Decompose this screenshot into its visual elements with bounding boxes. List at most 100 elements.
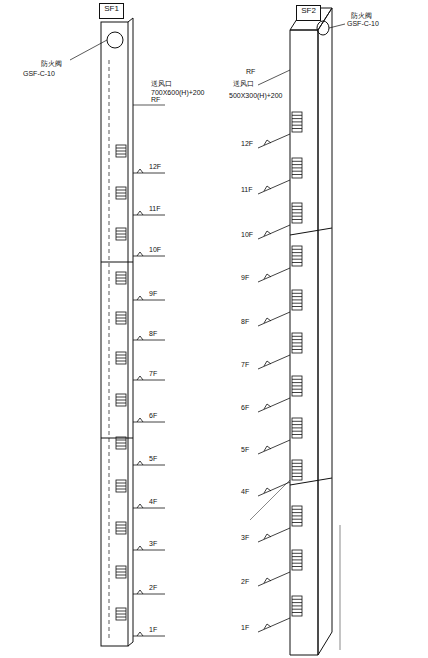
level-mark: [267, 231, 271, 234]
supply-grille: [292, 460, 302, 480]
grille-slat: [292, 349, 302, 350]
floor-label: 7F: [148, 370, 158, 378]
level-mark: [264, 186, 267, 191]
supply-grille: [292, 203, 302, 223]
level-mark: [264, 446, 267, 451]
grille-slat: [292, 174, 302, 175]
level-mark: [264, 404, 267, 409]
grille-slat: [292, 385, 302, 386]
leader-line: [70, 40, 107, 60]
level-mark: [140, 461, 143, 465]
level-mark: [267, 274, 271, 277]
grille-slat: [292, 515, 302, 516]
grille-slat: [116, 614, 126, 615]
level-mark: [267, 446, 271, 449]
grille-slat: [292, 563, 302, 564]
grille-slat: [292, 382, 302, 383]
grille-slat: [116, 483, 126, 484]
floor-level-line: [133, 465, 165, 466]
supply-grille: [292, 158, 302, 178]
grille-slat: [292, 306, 302, 307]
grille-slat: [292, 171, 302, 172]
floor-level-line: [133, 550, 165, 551]
duct-front: [101, 22, 128, 646]
level-mark: [137, 252, 140, 256]
grille-slat: [116, 154, 126, 155]
grille-slat: [292, 512, 302, 513]
damper-model: GSF-C-10: [22, 70, 56, 78]
grille-slat: [292, 612, 302, 613]
grille-slat: [292, 421, 302, 422]
duct-edge: [133, 18, 134, 642]
grille-slat: [292, 121, 302, 122]
grille-slat: [116, 321, 126, 322]
level-mark: [264, 140, 267, 145]
grille-slat: [292, 434, 302, 435]
floor-label: 8F: [148, 330, 158, 338]
grille-slat: [116, 318, 126, 319]
supply-grille: [116, 437, 126, 449]
floor-label: 2F: [240, 578, 250, 586]
floor-level-line: [133, 340, 165, 341]
supply-grille: [292, 333, 302, 353]
grille-slat: [116, 486, 126, 487]
riser-name: SF1: [104, 4, 119, 13]
level-mark: [264, 274, 267, 279]
floor-level-line: [258, 268, 290, 282]
level-mark: [267, 361, 271, 364]
supply-grille: [116, 480, 126, 492]
floor-level-line: [258, 398, 290, 412]
level-mark: [140, 169, 143, 173]
roof-level-line: [258, 70, 290, 85]
floor-level-line: [133, 422, 165, 423]
supply-grille: [292, 596, 302, 616]
riser-tag: SF2: [296, 5, 321, 21]
level-mark: [264, 488, 267, 493]
grille-slat: [292, 339, 302, 340]
floor-level-line: [258, 355, 290, 369]
floor-label: 12F: [148, 163, 162, 171]
floor-label: 6F: [240, 404, 250, 412]
duct-side: [318, 8, 332, 655]
grille-slat: [116, 358, 126, 359]
floor-label: 9F: [240, 274, 250, 282]
grille-slat: [116, 231, 126, 232]
grille-slat: [116, 196, 126, 197]
grille-slat: [116, 234, 126, 235]
grille-slat: [292, 299, 302, 300]
level-mark: [267, 140, 271, 143]
floor-label: 1F: [240, 624, 250, 632]
floor-level-line: [133, 636, 165, 637]
grille-slat: [292, 342, 302, 343]
grille-slat: [292, 296, 302, 297]
grille-slat: [116, 275, 126, 276]
grille-slat: [292, 473, 302, 474]
grille-slat: [116, 403, 126, 404]
level-mark: [267, 624, 271, 627]
level-mark: [264, 361, 267, 366]
floor-level-line: [258, 618, 290, 632]
level-mark: [140, 546, 143, 550]
floor-level-line: [133, 300, 165, 301]
level-mark: [267, 186, 271, 189]
leader-line: [329, 24, 345, 28]
duct-joint: [101, 262, 133, 263]
grille-slat: [292, 466, 302, 467]
grille-slat: [292, 206, 302, 207]
floor-label: 4F: [148, 498, 158, 506]
riser-tag: SF1: [99, 3, 124, 19]
grille-slat: [292, 509, 302, 510]
supply-grille: [116, 187, 126, 199]
level-mark: [264, 624, 267, 629]
floor-level-line: [133, 173, 165, 174]
floor-label: 1F: [148, 626, 158, 634]
grille-slat: [292, 556, 302, 557]
damper-label: 防火阀: [350, 12, 373, 20]
grille-slat: [292, 303, 302, 304]
grille-slat: [292, 252, 302, 253]
grille-slat: [116, 148, 126, 149]
floor-label: 3F: [240, 534, 250, 542]
floor-level-line: [258, 134, 290, 148]
supply-grille: [292, 112, 302, 132]
